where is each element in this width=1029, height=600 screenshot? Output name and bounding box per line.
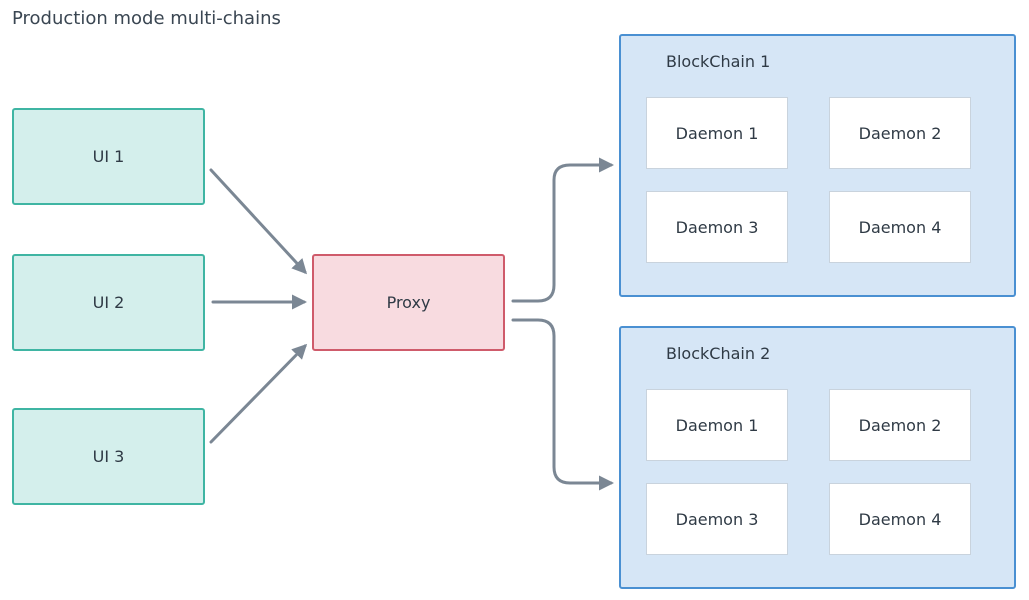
blockchain-2-daemon-1: Daemon 1 — [646, 389, 788, 461]
blockchain-1-label: BlockChain 1 — [666, 52, 771, 71]
diagram-title: Production mode multi-chains — [12, 8, 281, 29]
ui-node-label: UI 3 — [92, 447, 125, 466]
blockchain-1-group: BlockChain 1 Daemon 1 Daemon 2 Daemon 3 … — [619, 34, 1016, 297]
ui-node-3: UI 3 — [12, 408, 205, 505]
blockchain-1-daemon-3: Daemon 3 — [646, 191, 788, 263]
blockchain-1-daemon-2: Daemon 2 — [829, 97, 971, 169]
blockchain-2-group: BlockChain 2 Daemon 1 Daemon 2 Daemon 3 … — [619, 326, 1016, 589]
blockchain-2-daemon-3: Daemon 3 — [646, 483, 788, 555]
ui-node-label: UI 2 — [92, 293, 125, 312]
blockchain-2-daemon-4: Daemon 4 — [829, 483, 971, 555]
edge-ui1-proxy — [209, 168, 308, 275]
proxy-node: Proxy — [312, 254, 505, 351]
blockchain-1-daemon-1: Daemon 1 — [646, 97, 788, 169]
ui-node-1: UI 1 — [12, 108, 205, 205]
edge-proxy-blockchain-2 — [511, 318, 614, 491]
edge-ui3-proxy — [209, 343, 308, 444]
blockchain-2-label: BlockChain 2 — [666, 344, 771, 363]
ui-node-label: UI 1 — [92, 147, 125, 166]
blockchain-1-daemon-4: Daemon 4 — [829, 191, 971, 263]
ui-node-2: UI 2 — [12, 254, 205, 351]
proxy-label: Proxy — [386, 293, 431, 312]
blockchain-2-daemon-2: Daemon 2 — [829, 389, 971, 461]
edge-proxy-blockchain-1 — [511, 157, 614, 303]
